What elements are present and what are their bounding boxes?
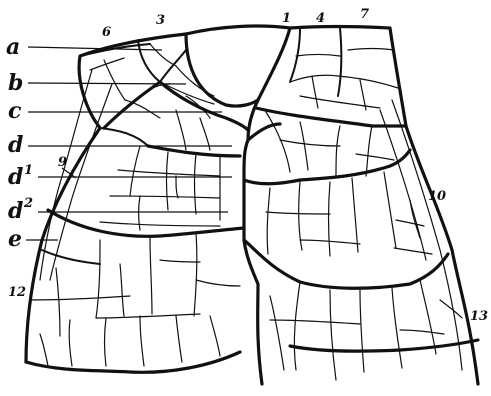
label-d2: d	[8, 198, 23, 224]
label-d2-superscript: 2	[23, 196, 33, 211]
label-3: 3	[156, 13, 165, 28]
label-13: 13	[470, 309, 488, 324]
label-10: 10	[428, 189, 446, 204]
label-6: 6	[102, 25, 111, 40]
outer-wall-right	[186, 26, 478, 384]
label-d1-superscript: 1	[24, 163, 33, 178]
label-c: c	[8, 98, 22, 124]
label-7: 7	[360, 7, 369, 22]
label-d: d	[8, 132, 23, 158]
left-cell-walls	[26, 34, 258, 372]
label-leader-lines	[26, 47, 232, 240]
label-d1: d	[8, 164, 23, 190]
label-b: b	[8, 70, 23, 96]
letter-labels: a b c d d 1 d 2 e	[6, 34, 33, 252]
right-cell-walls	[186, 26, 478, 384]
label-a: a	[6, 34, 20, 60]
label-12: 12	[8, 285, 26, 300]
label-4: 4	[316, 11, 325, 26]
label-9: 9	[58, 155, 67, 170]
label-1: 1	[282, 11, 291, 26]
label-e: e	[8, 226, 22, 252]
